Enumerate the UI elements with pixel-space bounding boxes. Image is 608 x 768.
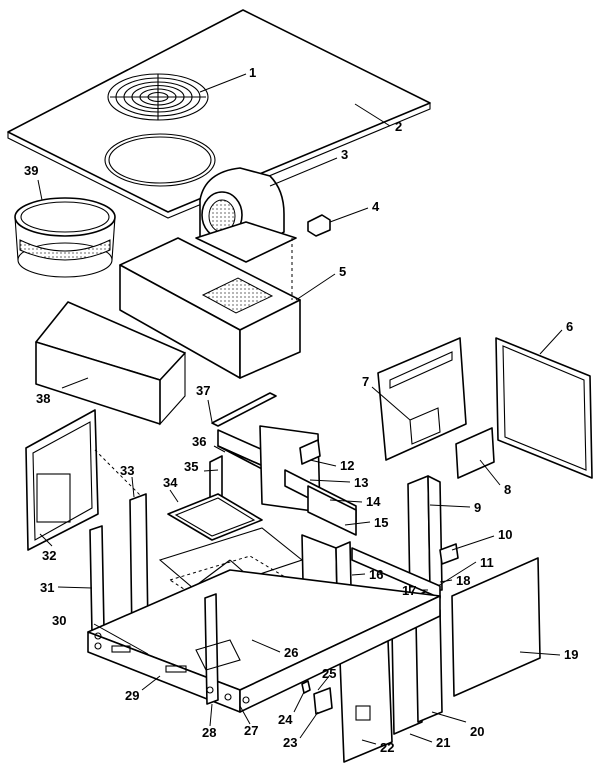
callout-16: 16 bbox=[369, 567, 383, 582]
callout-11: 11 bbox=[480, 555, 494, 570]
callout-9: 9 bbox=[474, 500, 481, 515]
callout-23: 23 bbox=[283, 735, 297, 750]
callout-4: 4 bbox=[372, 199, 380, 214]
top-cover-panel bbox=[7, 9, 431, 219]
callout-20: 20 bbox=[470, 724, 484, 739]
fan-guard-grille bbox=[107, 73, 209, 121]
callout-2: 2 bbox=[395, 119, 402, 134]
callout-36: 36 bbox=[192, 434, 206, 449]
callout-34: 34 bbox=[163, 475, 178, 490]
callout-labels: 1 2 3 4 5 6 7 8 9 10 11 12 13 14 15 16 1… bbox=[24, 65, 578, 755]
callout-17: 17 bbox=[402, 583, 416, 598]
callout-3: 3 bbox=[341, 147, 348, 162]
front-panels bbox=[339, 609, 443, 763]
callout-25: 25 bbox=[322, 666, 336, 681]
leader-lines bbox=[37, 73, 563, 745]
callout-7: 7 bbox=[362, 374, 369, 389]
fan-shroud-ring bbox=[14, 197, 116, 278]
callout-32: 32 bbox=[42, 548, 56, 563]
callout-8: 8 bbox=[504, 482, 511, 497]
callout-33: 33 bbox=[120, 463, 134, 478]
strip-37 bbox=[211, 392, 277, 427]
callout-37: 37 bbox=[196, 383, 210, 398]
callout-21: 21 bbox=[436, 735, 450, 750]
switch-23 bbox=[313, 687, 333, 715]
callout-30: 30 bbox=[52, 613, 66, 628]
callout-39: 39 bbox=[24, 163, 38, 178]
callout-14: 14 bbox=[366, 494, 381, 509]
callout-13: 13 bbox=[354, 475, 368, 490]
access-panel-7 bbox=[377, 337, 467, 461]
callout-5: 5 bbox=[339, 264, 346, 279]
callout-38: 38 bbox=[36, 391, 50, 406]
clip-24 bbox=[301, 680, 311, 694]
side-panel-19 bbox=[451, 557, 541, 697]
callout-6: 6 bbox=[566, 319, 573, 334]
callout-22: 22 bbox=[380, 740, 394, 755]
drip-tray bbox=[167, 493, 263, 541]
callout-31: 31 bbox=[40, 580, 54, 595]
side-panel-6 bbox=[495, 337, 593, 479]
blower-deck-partition bbox=[119, 237, 301, 379]
callout-27: 27 bbox=[244, 723, 258, 738]
plate-10 bbox=[439, 543, 459, 565]
base-pan bbox=[87, 569, 441, 713]
callout-15: 15 bbox=[374, 515, 388, 530]
bracket-4 bbox=[307, 214, 331, 237]
callout-1: 1 bbox=[249, 65, 256, 80]
discharge-baffle bbox=[35, 301, 186, 426]
callout-35: 35 bbox=[184, 459, 198, 474]
right-frame-posts bbox=[351, 475, 443, 599]
callout-19: 19 bbox=[564, 647, 578, 662]
callout-10: 10 bbox=[498, 527, 512, 542]
callout-26: 26 bbox=[284, 645, 298, 660]
callout-24: 24 bbox=[278, 712, 293, 727]
filter-panel bbox=[25, 409, 141, 551]
blower-housing bbox=[195, 167, 297, 263]
callout-29: 29 bbox=[125, 688, 139, 703]
callout-28: 28 bbox=[202, 725, 216, 740]
callout-12: 12 bbox=[340, 458, 354, 473]
callout-18: 18 bbox=[456, 573, 470, 588]
